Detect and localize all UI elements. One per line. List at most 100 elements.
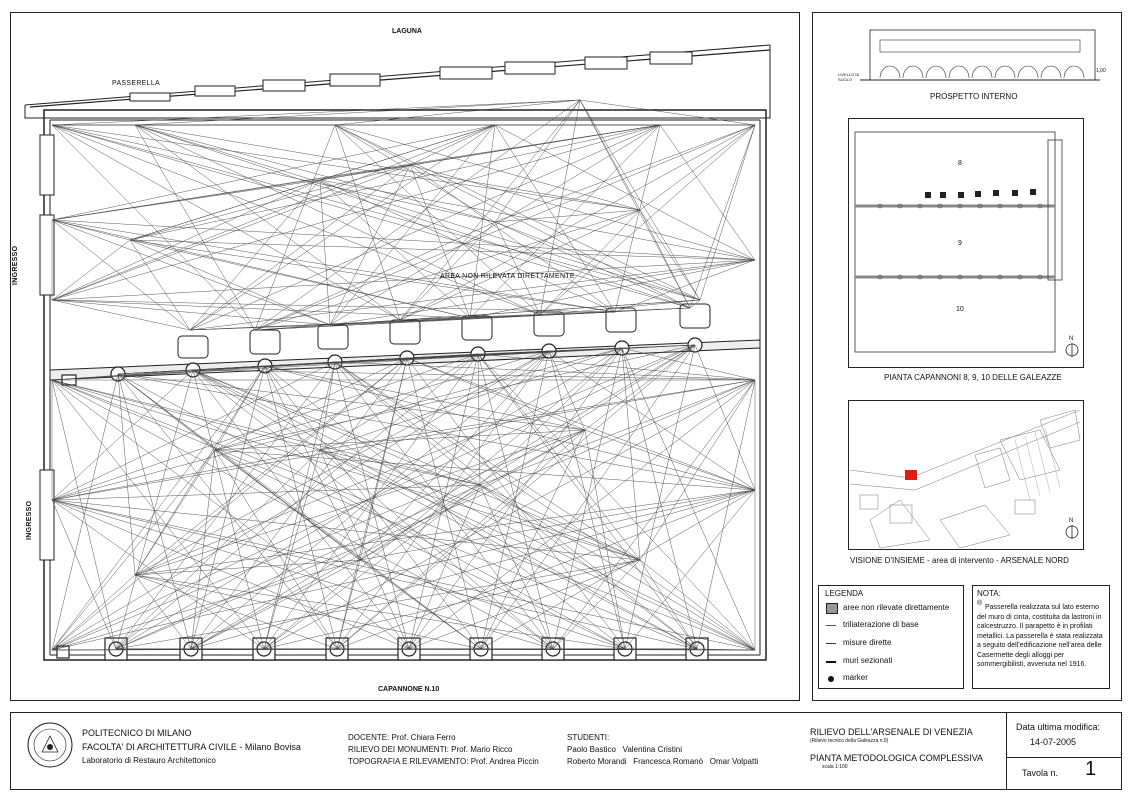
survey-line	[477, 353, 481, 486]
survey-line	[51, 124, 401, 321]
survey-line	[115, 379, 756, 650]
survey-line	[624, 489, 756, 650]
survey-line	[469, 124, 661, 319]
survey-line	[319, 353, 479, 451]
survey-line	[639, 124, 756, 211]
survey-line	[51, 379, 265, 650]
topografia: TOPOGRAFIA E RILEVAMENTO: Prof. Andrea P…	[348, 757, 539, 766]
top-label-laguna: LAGUNA	[392, 28, 422, 35]
elevation-right-label: 1,00	[1096, 68, 1106, 74]
survey-line	[334, 99, 581, 126]
survey-line	[254, 99, 581, 331]
survey-line	[319, 179, 756, 261]
thick-line-icon	[826, 661, 836, 663]
survey-line	[51, 299, 331, 326]
survey-line	[214, 365, 266, 451]
survey-line	[189, 259, 756, 331]
survey-line	[336, 350, 550, 650]
survey-line	[399, 99, 581, 321]
survey-line	[117, 373, 626, 650]
survey-line	[479, 484, 756, 651]
legend-item-1: triliaterazione di base	[843, 620, 919, 629]
note-text: Passerella realizzata sul lato esterno d…	[977, 604, 1103, 668]
survey-line	[359, 559, 482, 650]
legend-title: LEGENDA	[825, 589, 864, 598]
survey-line	[192, 369, 756, 651]
survey-line	[115, 559, 641, 650]
survey-line	[264, 365, 586, 431]
survey-line	[319, 179, 331, 326]
tavola-divider	[1006, 757, 1122, 758]
map-north-label: N	[1069, 518, 1074, 524]
survey-line	[477, 353, 756, 381]
survey-line	[694, 344, 756, 491]
survey-line	[319, 361, 336, 451]
survey-line	[479, 484, 641, 561]
survey-line	[51, 484, 481, 501]
survey-line	[334, 124, 496, 223]
survey-line	[189, 164, 411, 331]
legend-item-3: muri sezionati	[843, 656, 893, 665]
survey-line	[51, 299, 471, 319]
survey-line	[214, 449, 338, 650]
survey-line	[115, 361, 336, 650]
map-inset-caption: VISIONE D'INSIEME - area di intervento -…	[850, 556, 1069, 565]
note-marker: ®	[977, 600, 983, 607]
survey-line	[264, 365, 482, 650]
survey-line	[51, 124, 691, 309]
survey-line	[51, 499, 410, 650]
survey-line	[408, 559, 641, 650]
gray-square-icon	[826, 603, 838, 614]
survey-line	[399, 124, 756, 321]
survey-line	[480, 489, 756, 650]
survey-line	[51, 499, 756, 651]
students-row-2: Roberto Morandi Francesca Romanò Omar Vo…	[567, 757, 759, 766]
plan-room-8: 8	[958, 160, 962, 167]
survey-line	[552, 379, 756, 650]
survey-line	[264, 365, 756, 491]
survey-line	[117, 373, 338, 650]
project-subtitle: (Rilievo tecnico della Galeazza n.9)	[810, 738, 889, 744]
survey-line	[51, 350, 550, 651]
elevation-caption: PROSPETTO INTERNO	[930, 92, 1018, 101]
survey-line	[579, 99, 756, 126]
survey-line	[319, 179, 616, 313]
survey-line	[579, 99, 691, 309]
survey-line	[408, 353, 479, 650]
survey-line	[479, 379, 756, 486]
survey-line	[336, 429, 586, 650]
survey-line	[51, 559, 361, 651]
survey-line	[190, 429, 586, 650]
survey-line	[134, 350, 550, 576]
survey-line	[129, 239, 331, 326]
survey-line	[51, 124, 661, 301]
survey-line	[359, 559, 626, 650]
survey-line	[117, 373, 482, 650]
survey-line	[254, 319, 401, 331]
survey-line	[477, 353, 641, 561]
survey-line	[134, 124, 496, 223]
survey-line	[51, 124, 496, 223]
survey-line	[117, 373, 192, 650]
survey-line	[192, 369, 756, 381]
survey-line	[51, 357, 408, 651]
plan-inset-caption: PIANTA CAPANNONI 8, 9, 10 DELLE GALEAZZE	[884, 373, 1062, 382]
survey-line	[51, 99, 581, 126]
survey-line	[214, 449, 482, 650]
sheet-scale: scala 1:100	[822, 764, 848, 770]
survey-line	[51, 219, 471, 319]
survey-line	[190, 344, 696, 650]
thin-line-icon	[826, 625, 836, 626]
survey-line	[336, 344, 696, 650]
survey-line	[263, 449, 321, 650]
survey-line	[51, 179, 321, 301]
survey-line	[329, 164, 411, 326]
survey-line	[51, 124, 701, 301]
survey-line	[494, 124, 756, 261]
survey-line	[689, 124, 756, 309]
survey-line	[539, 99, 581, 316]
legend-item-0: aree non rilevate direttamente	[843, 603, 950, 612]
survey-line	[51, 219, 331, 326]
survey-line	[192, 369, 265, 650]
